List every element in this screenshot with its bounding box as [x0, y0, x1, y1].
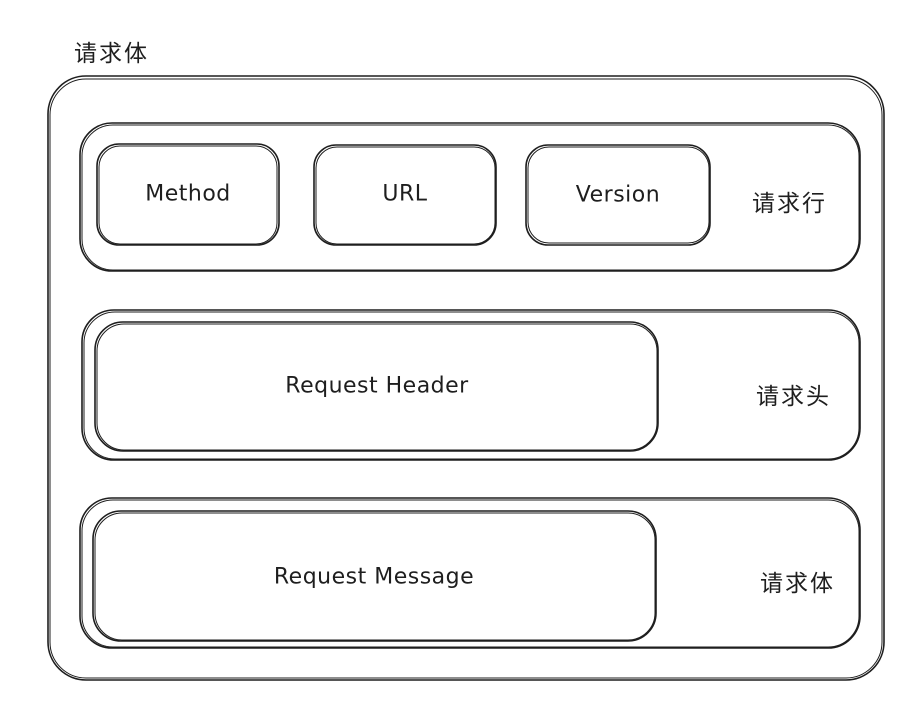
version-box — [525, 144, 711, 246]
request-message-label: Request Message — [273, 564, 475, 590]
request-body-side-label: 请求体 — [760, 571, 835, 597]
request-line-row — [79, 122, 861, 272]
request-header-side-label: 请求头 — [756, 384, 831, 410]
request-header-box — [94, 321, 659, 452]
outer-container — [47, 75, 885, 681]
url-box — [313, 144, 497, 246]
request-message-box — [92, 510, 657, 642]
url-label: URL — [382, 181, 428, 207]
request-body-row — [79, 497, 861, 649]
version-label: Version — [575, 182, 661, 208]
request-line-side-label: 请求行 — [752, 191, 827, 217]
diagram-title: 请求体 — [74, 41, 149, 67]
method-box — [96, 143, 280, 246]
request-header-label: Request Header — [285, 373, 469, 399]
method-label: Method — [145, 181, 231, 207]
request-header-row — [81, 309, 861, 461]
